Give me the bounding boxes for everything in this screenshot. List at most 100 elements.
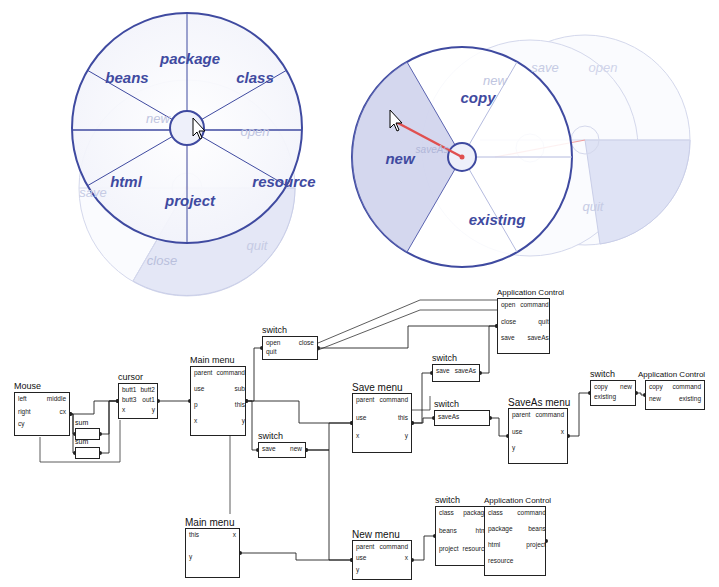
port-label: save: [262, 445, 276, 455]
menu-item-label: open: [241, 124, 270, 139]
port-label: command: [520, 301, 549, 318]
node-title: switch: [435, 495, 489, 506]
dataflow-wire: [412, 373, 432, 423]
menu-item-label: save: [531, 60, 558, 75]
port-label: existing: [594, 393, 616, 403]
node-box: parentcommandusexy: [352, 540, 412, 580]
menu-item-label: beans: [105, 69, 148, 86]
port-label: butt2: [140, 386, 154, 396]
port-label: p: [194, 401, 212, 417]
port-label: open: [266, 339, 280, 348]
dataflow-wire: [100, 401, 118, 453]
pie-menu: [352, 47, 572, 267]
port-label: open: [501, 301, 516, 318]
port-label: y: [512, 444, 530, 461]
menu-item-label: copy: [460, 89, 495, 106]
port-label: command: [517, 509, 546, 525]
dataflow-node: Application Controlopencommandclosequits…: [497, 287, 550, 354]
menu-item-label: new: [385, 150, 414, 167]
menu-item-label: close: [147, 253, 177, 268]
menu-item-label: existing: [469, 211, 526, 228]
port-label: quit: [520, 318, 549, 335]
menu-item-label: save: [79, 185, 106, 200]
port-label: use: [194, 385, 212, 401]
node-box: saveAs: [434, 410, 490, 426]
node-box: parentcommandusethisxy: [352, 393, 412, 453]
dataflow-wire: [412, 418, 434, 423]
dataflow-wire: [568, 393, 590, 436]
port-label: new: [620, 383, 632, 393]
port-label: command: [379, 543, 408, 554]
node-title: Save menu: [352, 382, 412, 393]
port-label: close: [299, 339, 314, 348]
port-label: x: [233, 531, 236, 553]
pie-menu: [72, 13, 302, 243]
port-label: new: [290, 445, 302, 455]
dataflow-node: switchopenclosequit: [262, 325, 318, 360]
node-box: classpackagebeanshtmlprojectresource: [435, 506, 489, 566]
menu-item-label: resource: [252, 173, 315, 190]
port-label: beans: [439, 527, 459, 545]
dataflow-node: Application Controlclasscommandpackagebe…: [484, 495, 546, 576]
menu-item-label: new: [146, 111, 170, 126]
port-label: x: [379, 554, 408, 565]
port-label: command: [216, 369, 245, 385]
port-label: use: [356, 414, 374, 432]
node-title: Application Control: [484, 495, 546, 506]
dataflow-node: SaveAs menuparentcommandusexy: [508, 397, 568, 464]
port-label: project: [439, 545, 459, 563]
port-label: out1: [140, 396, 154, 406]
port-label: beans: [517, 525, 546, 541]
port-label: parent: [356, 396, 374, 414]
cursor-icon: [193, 118, 205, 139]
port-label: command: [535, 411, 564, 428]
node-box: save new: [258, 442, 306, 458]
node-title: sum: [75, 436, 100, 447]
dataflow-wire: [246, 348, 262, 401]
dataflow-node: sum: [75, 436, 100, 459]
node-box: [75, 447, 100, 459]
node-title: SaveAs menu: [508, 397, 568, 408]
port-label: x: [194, 417, 212, 433]
dataflow-wire: [240, 553, 352, 560]
port-label: y: [356, 566, 374, 577]
dataflow-wire: [490, 418, 508, 436]
dataflow-node: Mouseleftmiddlerightcxcy: [14, 381, 70, 436]
menu-item-label: project: [165, 192, 215, 209]
dataflow-node: switchsavesaveAs: [432, 353, 480, 382]
dataflow-node: Main menuparentcommandusesubpthisxy: [190, 355, 246, 436]
port-label: cx: [47, 408, 66, 421]
port-label: close: [501, 318, 516, 335]
menu-item-label: quit: [583, 199, 604, 214]
port-label: sub: [216, 385, 245, 401]
dataflow-wire: [246, 401, 258, 450]
dataflow-wire: [318, 326, 497, 348]
node-title: New menu: [352, 529, 412, 540]
node-title: switch: [590, 369, 636, 380]
port-label: copy: [594, 383, 616, 393]
dataflow-node: New menuparentcommandusexy: [352, 529, 412, 580]
port-label: cy: [18, 420, 31, 433]
port-label: right: [18, 408, 31, 421]
port-label: save: [501, 334, 516, 351]
node-title: sum: [75, 417, 100, 428]
dataflow-wire: [70, 401, 118, 414]
port-label: package: [488, 525, 513, 541]
wire: [40, 300, 497, 514]
port-label: project: [517, 541, 546, 557]
node-box: copycommandnewexisting: [645, 380, 705, 410]
port-label: command: [672, 383, 701, 395]
node-title: cursor: [118, 372, 158, 383]
port-label: left: [18, 395, 31, 408]
node-box: butt1butt2butt3out1xy: [118, 383, 158, 419]
port-label: y: [379, 432, 408, 450]
dataflow-wire: [306, 450, 352, 560]
node-box: thisxy: [185, 528, 240, 578]
node-title: switch: [262, 325, 318, 336]
port-label: x: [535, 428, 564, 445]
port-label: html: [488, 541, 513, 557]
menu-item-label: quit: [247, 238, 268, 253]
dataflow-wire: [246, 401, 352, 423]
